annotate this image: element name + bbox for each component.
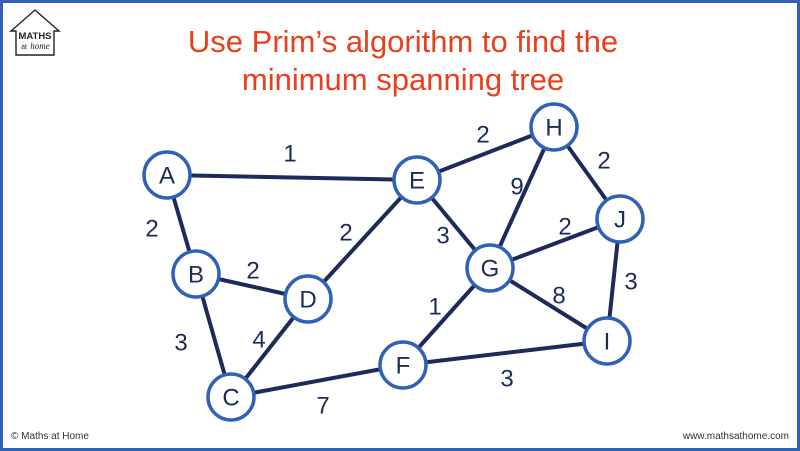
page-title: Use Prim’s algorithm to find the minimum… bbox=[103, 23, 703, 99]
node-j: J bbox=[595, 194, 645, 244]
nodes-layer: A B C D E F G H I J bbox=[142, 102, 645, 422]
title-line-2: minimum spanning tree bbox=[241, 62, 565, 97]
node-circle-h bbox=[529, 102, 579, 152]
logo-text-at: at bbox=[21, 44, 27, 51]
node-label-j: J bbox=[614, 207, 626, 234]
copyright-text: © Maths at Home bbox=[11, 431, 89, 442]
node-label-b: B bbox=[188, 262, 204, 289]
node-h: H bbox=[529, 102, 579, 152]
node-circle-f bbox=[378, 340, 428, 390]
node-circle-j bbox=[595, 194, 645, 244]
node-circle-g bbox=[465, 243, 515, 293]
node-label-e: E bbox=[409, 168, 425, 195]
edge-d-e bbox=[306, 178, 419, 301]
edge-weight-h-j: 2 bbox=[597, 148, 610, 175]
node-label-d: D bbox=[299, 287, 316, 314]
node-label-g: G bbox=[481, 256, 500, 283]
node-circle-e bbox=[392, 155, 442, 205]
node-a: A bbox=[142, 150, 192, 200]
maths-at-home-logo: MATHS at home bbox=[9, 9, 61, 59]
node-b: B bbox=[171, 249, 221, 299]
edge-weight-a-b: 2 bbox=[145, 216, 158, 243]
node-circle-c bbox=[206, 372, 256, 422]
node-circle-d bbox=[283, 274, 333, 324]
node-f: F bbox=[378, 340, 428, 390]
edge-weight-g-i: 8 bbox=[552, 283, 565, 310]
node-label-i: I bbox=[604, 329, 611, 356]
node-circle-b bbox=[171, 249, 221, 299]
node-label-h: H bbox=[545, 115, 562, 142]
edge-weight-j-i: 3 bbox=[624, 269, 637, 296]
logo-text-maths: MATHS bbox=[18, 31, 51, 42]
node-circle-a bbox=[142, 150, 192, 200]
edge-weight-g-h: 9 bbox=[510, 174, 523, 201]
node-i: I bbox=[582, 316, 632, 366]
node-g: G bbox=[465, 243, 515, 293]
edge-g-h bbox=[488, 125, 556, 270]
edge-weight-d-e: 2 bbox=[339, 220, 352, 247]
edge-weight-b-c: 3 bbox=[174, 330, 187, 357]
edge-weight-f-i: 3 bbox=[500, 366, 513, 393]
node-c: C bbox=[206, 372, 256, 422]
edge-weight-f-g: 1 bbox=[428, 294, 441, 321]
logo-text-home: home bbox=[30, 41, 50, 51]
edge-c-f bbox=[229, 363, 405, 399]
node-e: E bbox=[392, 155, 442, 205]
title-line-1: Use Prim’s algorithm to find the bbox=[187, 24, 619, 59]
edge-weight-g-j: 2 bbox=[558, 214, 571, 241]
edge-a-e bbox=[165, 173, 419, 182]
edge-weight-c-f: 7 bbox=[316, 393, 329, 420]
edge-weight-c-d: 4 bbox=[252, 327, 265, 354]
edge-weight-e-g: 3 bbox=[436, 223, 449, 250]
node-d: D bbox=[283, 274, 333, 324]
edge-weight-e-h: 2 bbox=[476, 122, 489, 149]
edge-weight-b-d: 2 bbox=[246, 258, 259, 285]
node-label-f: F bbox=[396, 353, 411, 380]
node-label-a: A bbox=[159, 163, 175, 190]
node-circle-i bbox=[582, 316, 632, 366]
node-label-c: C bbox=[222, 385, 239, 412]
website-url: www.mathsathome.com bbox=[682, 431, 789, 442]
edge-weight-a-e: 1 bbox=[283, 141, 296, 168]
edge-f-i bbox=[401, 339, 609, 367]
